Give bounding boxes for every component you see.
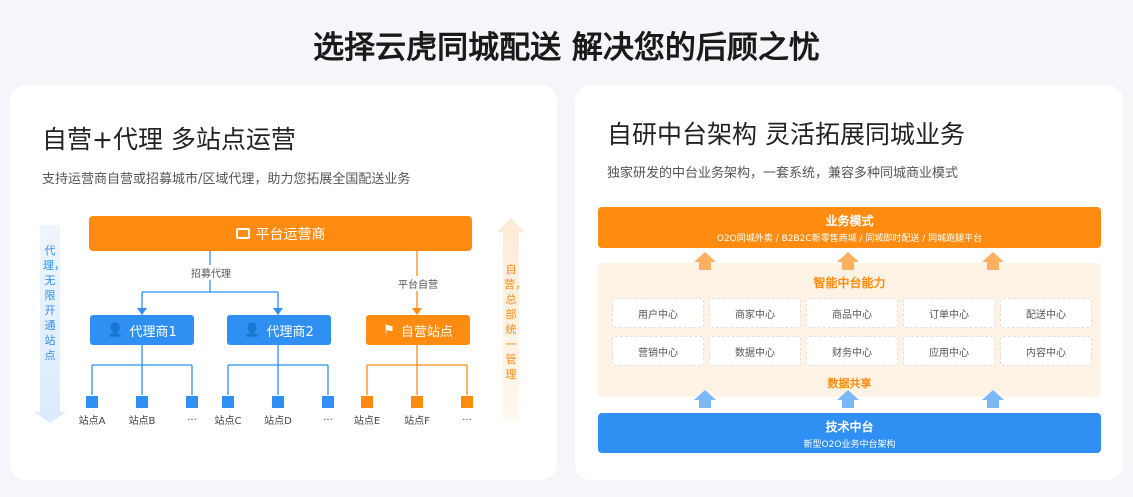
business-model-title: 业务模式 — [825, 214, 874, 228]
right-up-arrows — [694, 252, 1004, 408]
data-sharing-label: 数据共享 — [827, 377, 872, 390]
recruit-label: 招募代理 — [188, 265, 234, 280]
business-model-desc: O2O同城外卖 / B2B2C新零售商城 / 同城即时配送 / 同城跑腿平台 — [716, 234, 983, 244]
left-arrow-text: 代理，无限开通站点 — [43, 244, 65, 362]
page-title: 选择云虎同城配送 解决您的后顾之忧 — [313, 30, 820, 66]
platform-operator-box: 平台运营商 — [89, 216, 472, 251]
capability-cell: 订单中心 — [903, 298, 995, 328]
self-station-box: ⚑ 自营站点 — [366, 315, 470, 345]
agent-box-1: 👤 代理商1 — [90, 315, 194, 345]
station-label: ... — [187, 412, 197, 423]
agent-label: 代理商1 — [129, 324, 177, 340]
left-gradient-arrow — [34, 225, 66, 423]
monitor-icon — [235, 228, 250, 239]
right-subtitle: 独家研发的中台业务架构，一套系统，兼容多种同城商业模式 — [607, 166, 959, 181]
capability-cell: 配送中心 — [1000, 298, 1092, 328]
self-operated-label: 平台自营 — [395, 276, 441, 291]
station-label: 站点C — [214, 416, 242, 427]
tech-platform-title: 技术中台 — [825, 420, 874, 434]
agent-label: 代理商2 — [266, 324, 314, 340]
right-heading: 自研中台架构 灵活拓展同城业务 — [607, 120, 965, 149]
capability-grid: 用户中心 商家中心 商品中心 订单中心 配送中心 营销中心 数据中心 财务中心 … — [612, 298, 1092, 366]
building-icons — [86, 396, 473, 408]
tech-platform-desc: 新型O2O业务中台架构 — [803, 440, 896, 450]
capability-cell: 内容中心 — [1000, 336, 1092, 366]
left-heading: 自营+代理 多站点运营 — [42, 125, 296, 154]
station-label: 站点B — [128, 416, 156, 427]
platform-operator-label: 平台运营商 — [255, 226, 326, 243]
tech-platform-box: 技术中台 新型O2O业务中台架构 — [598, 413, 1101, 453]
capability-cell: 营销中心 — [612, 336, 704, 366]
station-label: ... — [462, 412, 472, 423]
flag-icon: ⚑ — [383, 322, 395, 338]
left-subtitle: 支持运营商自营或招募城市/区域代理，助力您拓展全国配送业务 — [42, 172, 411, 187]
capability-cell: 数据中心 — [709, 336, 801, 366]
user-icon: 👤 — [244, 322, 261, 338]
agent-box-2: 👤 代理商2 — [227, 315, 331, 345]
multi-site-card — [10, 85, 557, 480]
right-gradient-arrow — [497, 218, 525, 420]
right-arrow-text: 自营，总部统一管理 — [504, 263, 526, 381]
capability-cell: 财务中心 — [806, 336, 898, 366]
capability-cell: 应用中心 — [903, 336, 995, 366]
station-label: 站点A — [78, 416, 106, 427]
capability-cell: 商家中心 — [709, 298, 801, 328]
station-label: 站点D — [264, 416, 292, 427]
capability-cell: 用户中心 — [612, 298, 704, 328]
station-label: 站点F — [404, 416, 430, 427]
self-station-label: 自营站点 — [400, 324, 453, 340]
capability-title: 智能中台能力 — [813, 276, 886, 290]
user-icon: 👤 — [107, 322, 124, 338]
station-label: 站点E — [353, 416, 381, 427]
business-model-box: 业务模式 O2O同城外卖 / B2B2C新零售商城 / 同城即时配送 / 同城跑… — [598, 207, 1101, 248]
station-label: ... — [323, 412, 333, 423]
capability-cell: 商品中心 — [806, 298, 898, 328]
